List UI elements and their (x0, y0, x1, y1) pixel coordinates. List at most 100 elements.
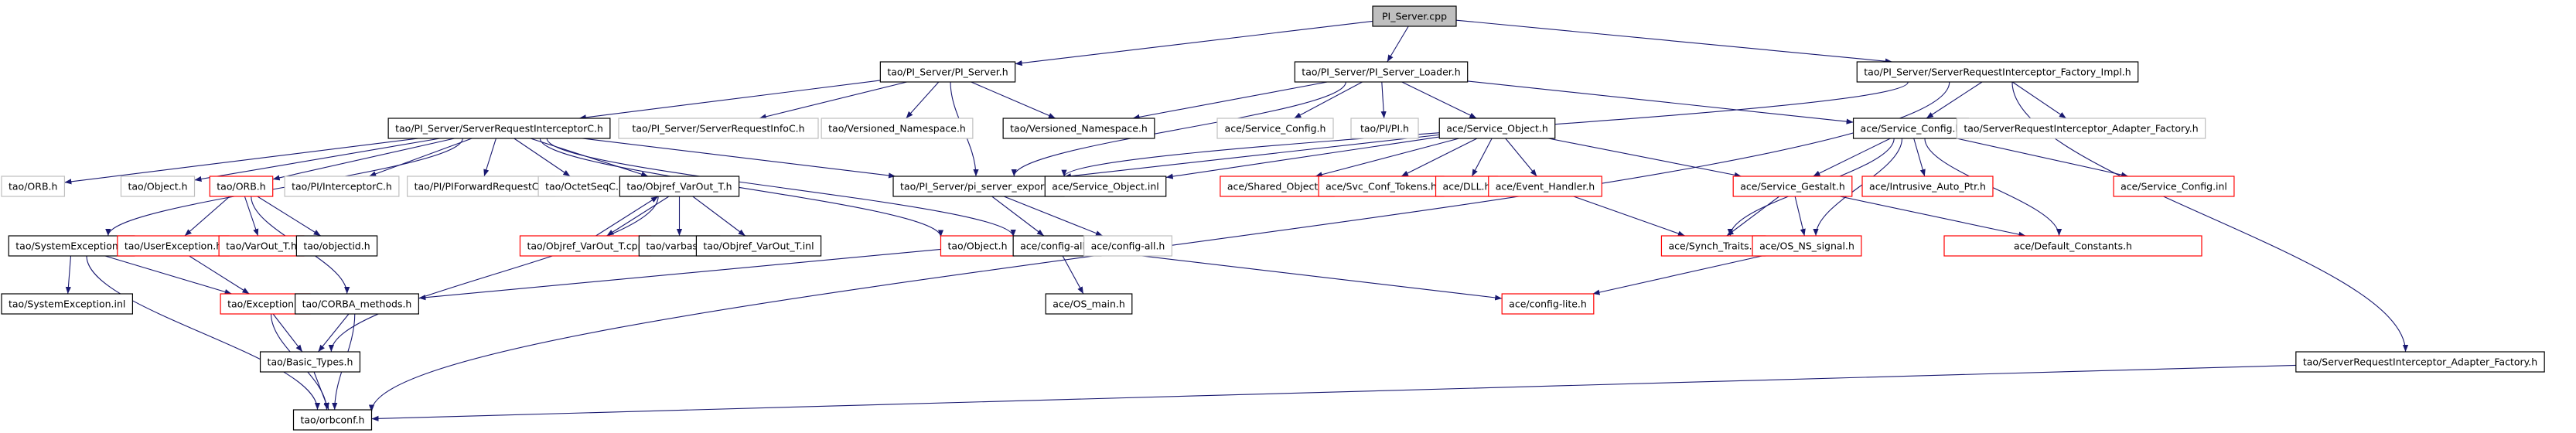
edge-sric-h-to-config-all-h (546, 138, 1016, 237)
graph-node-basic-types-h[interactable]: tao/Basic_Types.h (259, 351, 361, 373)
graph-node-pis-h[interactable]: tao/PI_Server/PI_Server.h (879, 61, 1016, 83)
node-box (519, 235, 652, 257)
node-box (1294, 61, 1469, 83)
graph-node-objref-varout-cpp[interactable]: tao/Objref_VarOut_T.cpp (519, 235, 652, 257)
node-label: tao/PI/PIForwardRequestC.h (415, 181, 548, 193)
graph-node-pi-export-h[interactable]: tao/PI_Server/pi_server_export.h (892, 176, 1065, 197)
node-label: tao/Versioned_Namespace.h (828, 123, 966, 135)
edge-sric-h-to-object-ext (194, 138, 441, 182)
graph-node-object-ext[interactable]: tao/Object.h (120, 176, 196, 197)
graph-node-config-lite-h[interactable]: ace/config-lite.h (1501, 293, 1595, 315)
edge-basic-types-h-to-orbconf-h (313, 371, 329, 411)
edge-root-to-loader-h (1387, 26, 1409, 63)
node-box (1438, 118, 1556, 139)
node-box (1435, 176, 1499, 197)
graph-node-dll-h[interactable]: ace/DLL.h (1435, 176, 1499, 197)
graph-node-sysexc-h[interactable]: tao/SystemException.h (8, 235, 135, 257)
edge-loader-h-to-svc-cfg-ext (1294, 81, 1363, 119)
edge-sric-h-to-piforward-h (483, 138, 496, 177)
node-box (1861, 176, 1994, 197)
node-label: ace/Service_Config.h (1225, 123, 1326, 135)
graph-node-svc-gestalt-h[interactable]: ace/Service_Gestalt.h (1732, 176, 1853, 197)
graph-node-pi-h[interactable]: tao/PI/PI.h (1350, 118, 1419, 139)
edge-svc-obj-h-to-svc-gestalt-h (1548, 138, 1742, 178)
edge-objref-varout-h-to-objref-varout-inl (692, 196, 746, 237)
edge-exception-h-to-basic-types-h (272, 313, 303, 353)
node-box (295, 293, 419, 315)
edge-svc-gestalt-h-to-os-ns-signal-h (1794, 196, 1806, 237)
node-box (1488, 176, 1602, 197)
edge-svc-cfg-h-to-os-ns-signal-h (1813, 138, 1903, 237)
node-label: tao/objectid.h (303, 240, 370, 252)
graph-node-octetseq-h[interactable]: tao/OctetSeqC.h (537, 176, 633, 197)
node-label: tao/Object.h (947, 240, 1007, 252)
graph-node-loader-h[interactable]: tao/PI_Server/PI_Server_Loader.h (1294, 61, 1469, 83)
node-box (209, 176, 274, 197)
graph-node-orb-h[interactable]: tao/ORB.h (209, 176, 274, 197)
graph-node-corba-methods-h[interactable]: tao/CORBA_methods.h (295, 293, 419, 315)
graph-node-objref-varout-inl[interactable]: tao/Objref_VarOut_T.inl (695, 235, 822, 257)
edge-userexc-h-to-exception-h (189, 255, 250, 295)
graph-node-default-const-h[interactable]: ace/Default_Constants.h (1943, 235, 2202, 257)
graph-node-root[interactable]: PI_Server.cpp (1372, 5, 1457, 27)
graph-node-svc-obj-h[interactable]: ace/Service_Object.h (1438, 118, 1556, 139)
node-label: tao/Object.h (128, 181, 187, 193)
graph-node-config-all-ext[interactable]: ace/config-all.h (1083, 235, 1172, 257)
graph-node-svc-cfg-inl[interactable]: ace/Service_Config.inl (2113, 176, 2235, 197)
node-label: ace/config-lite.h (1509, 298, 1587, 310)
node-label: tao/PI_Server/pi_server_export.h (900, 181, 1057, 193)
graph-node-objectid-h[interactable]: tao/objectid.h (295, 235, 378, 257)
graph-node-interceptorc-h[interactable]: tao/PI/InterceptorC.h (284, 176, 400, 197)
graph-node-shared-obj-h[interactable]: ace/Shared_Object.h (1220, 176, 1335, 197)
edge-sri-adapter-h-to-orbconf-h (371, 364, 2296, 421)
edge-svc-cfg-h-to-svc-cfg-inl (1956, 138, 2129, 178)
graph-node-intrusive-ptr-h[interactable]: ace/Intrusive_Auto_Ptr.h (1861, 176, 1994, 197)
edge-pis-h-to-sri-info-h (759, 81, 907, 120)
edge-pi-export-h-to-config-all-ext (1003, 196, 1104, 237)
graph-node-piforward-h[interactable]: tao/PI/PIForwardRequestC.h (407, 176, 555, 197)
node-box (2113, 176, 2235, 197)
graph-node-svc-cfg-h[interactable]: ace/Service_Config.h (1852, 118, 1970, 139)
graph-node-object-h[interactable]: tao/Object.h (940, 235, 1015, 257)
graph-node-objref-varout-h[interactable]: tao/Objref_VarOut_T.h (619, 176, 740, 197)
node-box (295, 235, 378, 257)
graph-node-svc-cfg-ext[interactable]: ace/Service_Config.h (1216, 118, 1334, 139)
edge-sric-h-to-orb-ext (64, 138, 419, 185)
graph-node-event-handler-h[interactable]: ace/Event_Handler.h (1488, 176, 1602, 197)
node-box (218, 235, 305, 257)
graph-node-vns-h[interactable]: tao/Versioned_Namespace.h (1002, 118, 1155, 139)
graph-node-synch-traits-h[interactable]: ace/Synch_Traits.h (1660, 235, 1766, 257)
node-label: ace/Shared_Object.h (1227, 181, 1327, 193)
node-box (1501, 293, 1595, 315)
edge-sysexc-h-to-sysexc-inl (65, 255, 72, 295)
graph-node-sri-adapter-ext[interactable]: tao/ServerRequestInterceptor_Adapter_Fac… (1956, 118, 2206, 139)
node-label: tao/OctetSeqC.h (545, 181, 625, 193)
edge-loader-h-to-svc-obj-h (1401, 81, 1477, 119)
graph-node-varout-h[interactable]: tao/VarOut_T.h (218, 235, 305, 257)
node-box (940, 235, 1015, 257)
graph-node-vns-ext[interactable]: tao/Versioned_Namespace.h (821, 118, 974, 139)
graph-node-userexc-h[interactable]: tao/UserException.h (117, 235, 230, 257)
graph-node-os-main-h[interactable]: ace/OS_main.h (1045, 293, 1133, 315)
edge-sric-h-to-orb-h (272, 138, 455, 181)
graph-node-sysexc-inl[interactable]: tao/SystemException.inl (1, 293, 134, 315)
graph-node-os-ns-signal-h[interactable]: ace/OS_NS_signal.h (1752, 235, 1862, 257)
edge-loader-h-to-pi-h (1380, 81, 1387, 119)
node-box (1856, 61, 2139, 83)
node-box (1318, 176, 1445, 197)
graph-node-sri-adapter-h[interactable]: tao/ServerRequestInterceptor_Adapter_Fac… (2295, 351, 2545, 373)
edge-orb-h-to-objectid-h (257, 196, 321, 237)
graph-node-svc-obj-inl[interactable]: ace/Service_Object.inl (1044, 176, 1167, 197)
graph-node-orb-ext[interactable]: tao/ORB.h (1, 176, 66, 197)
node-label: ace/Service_Object.inl (1052, 181, 1158, 193)
graph-node-svc-conf-tokens-h[interactable]: ace/Svc_Conf_Tokens.h (1318, 176, 1445, 197)
graph-node-sri-info-h[interactable]: tao/PI_Server/ServerRequestInfoC.h (618, 118, 819, 139)
node-label: tao/orbconf.h (301, 414, 365, 426)
node-label: tao/ServerRequestInterceptor_Adapter_Fac… (1964, 123, 2198, 135)
node-box (1045, 293, 1133, 315)
node-box (1, 176, 66, 197)
graph-node-factory-impl-h[interactable]: tao/PI_Server/ServerRequestInterceptor_F… (1856, 61, 2139, 83)
graph-node-sric-h[interactable]: tao/PI_Server/ServerRequestInterceptorC.… (387, 118, 611, 139)
graph-node-orbconf-h[interactable]: tao/orbconf.h (292, 409, 373, 431)
